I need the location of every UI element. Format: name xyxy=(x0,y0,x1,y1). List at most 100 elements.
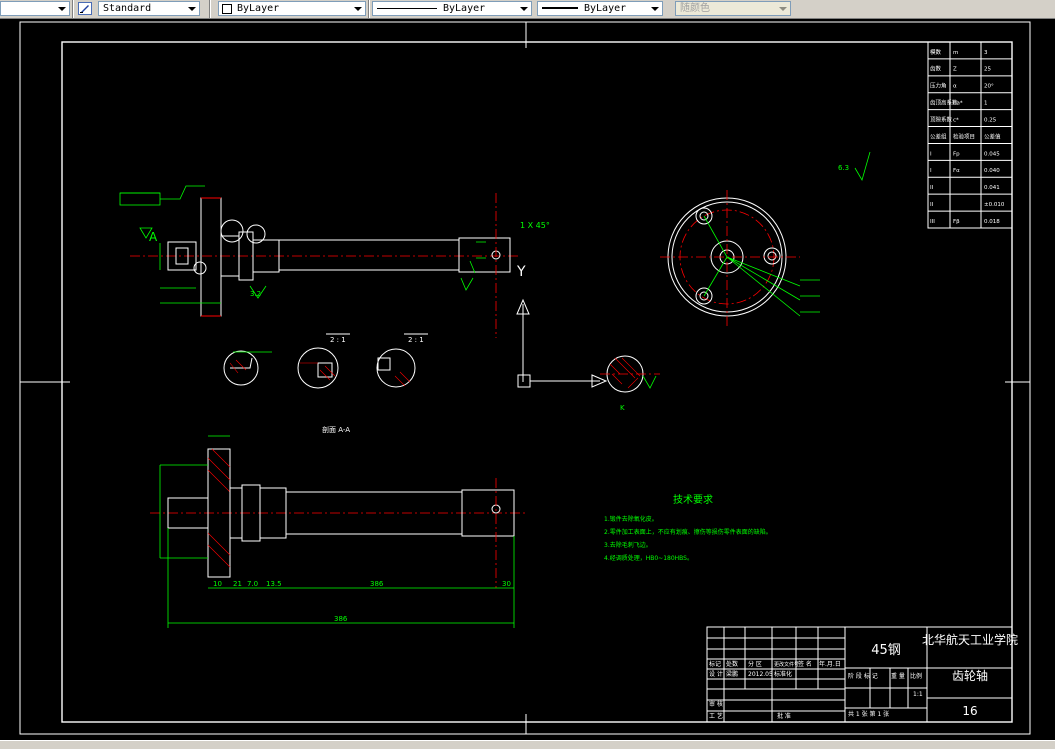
gear-table-cell: 检验项目 xyxy=(953,132,975,140)
gear-table-cell: ha* xyxy=(953,101,963,107)
dim-total: 386 xyxy=(334,615,348,623)
layer-state-dropdown[interactable] xyxy=(0,1,70,16)
gear-table-cell: Z xyxy=(953,67,957,73)
gear-table-cell: I xyxy=(930,151,932,157)
sheet-inner-border xyxy=(61,41,1013,723)
color-swatch-icon xyxy=(222,4,232,14)
gear-table-cell: Fp xyxy=(953,151,960,157)
gear-table-cell: 0.018 xyxy=(984,219,1000,225)
text-style-value: Standard xyxy=(103,3,152,14)
lineweight-value: ByLayer xyxy=(584,3,627,14)
gear-table-cell: 公差组 xyxy=(930,132,947,140)
part-name: 齿轮轴 xyxy=(952,668,988,683)
gear-table-cell: 25 xyxy=(984,67,991,73)
gear-table-cell: Fα xyxy=(953,168,960,174)
view-y-label: Y xyxy=(516,264,526,280)
end-view-gear: 6.3 xyxy=(660,151,871,326)
tech-item: 4.经调质处理，HB0~180HBS。 xyxy=(604,554,693,562)
main-view-shaft: 1 X 45° A 3.2 xyxy=(119,185,550,338)
dim-bottom: 386 xyxy=(370,580,384,588)
gear-table-cell: m xyxy=(953,50,958,56)
review-label: 审 核 xyxy=(709,700,723,708)
gear-table-cell: α xyxy=(953,84,957,90)
toolbar-separator xyxy=(209,0,211,18)
gear-table-cell: 20° xyxy=(984,84,994,90)
gear-table-cell: 模数 xyxy=(930,48,942,56)
linetype-value: ByLayer xyxy=(443,3,486,14)
gear-table-cell: 0.25 xyxy=(984,117,997,123)
chevron-down-icon[interactable] xyxy=(352,2,363,15)
properties-toolbar: Standard ByLayer ByLayer ByLayer 随颜色 xyxy=(0,0,1055,19)
datum-a-label: A xyxy=(149,230,158,244)
linetype-control-dropdown[interactable]: ByLayer xyxy=(372,1,532,16)
approve-label: 批 准 xyxy=(777,712,791,720)
tech-item: 1.锻件去除氧化皮。 xyxy=(604,515,658,523)
gear-table-cell: 齿顶高系数 xyxy=(930,99,958,107)
detail-c-scale: 2 : 1 xyxy=(408,336,424,344)
view-k-label: K xyxy=(620,404,625,412)
lineweight-control-dropdown[interactable]: ByLayer xyxy=(537,1,663,16)
chamfer-label: 1 X 45° xyxy=(520,221,550,230)
linetype-sample-icon xyxy=(377,8,437,9)
gear-table-cell: 压力角 xyxy=(930,82,947,90)
gear-table-cell: 0.040 xyxy=(984,168,1000,174)
text-style-icon[interactable] xyxy=(78,2,92,15)
row-label: 分 区 xyxy=(748,660,762,668)
stage-label: 阶 段 标 记 xyxy=(848,672,878,680)
gear-table-cell: c* xyxy=(953,117,959,123)
color-value: ByLayer xyxy=(237,3,280,14)
gear-table-cell: 0.045 xyxy=(984,151,1000,157)
title-block: 45钢 北华航天工业学院 齿轮轴 16 比例 1:1 阶 段 标 记 重 量 共… xyxy=(706,626,1018,723)
design-date: 2012.05 xyxy=(748,671,773,678)
view-direction-y: Y xyxy=(516,264,608,388)
text-style-dropdown[interactable]: Standard xyxy=(98,1,200,16)
tech-item: 3.去除毛刺飞边。 xyxy=(604,541,652,549)
gear-table-cell: Fβ xyxy=(953,219,960,225)
dim-bottom: 21 xyxy=(233,580,242,588)
material-text: 45钢 xyxy=(871,643,901,658)
model-layout-strip[interactable] xyxy=(0,740,1055,749)
lineweight-sample-icon xyxy=(542,7,578,9)
section-view-shaft: 10 21 7.0 13.5 386 30 386 xyxy=(150,435,525,628)
drawing-number: 16 xyxy=(962,704,977,718)
row-label: 年.月.日 xyxy=(819,660,841,668)
row-label: 更改文件号 xyxy=(774,661,799,668)
tech-item: 2.零件加工表面上，不应有划痕、擦伤等损伤零件表面的缺陷。 xyxy=(604,528,772,536)
gear-table-cell: 3 xyxy=(984,50,988,56)
tech-title: 技术要求 xyxy=(673,493,713,506)
sheet-outer-border xyxy=(19,21,1031,735)
gear-table-cell: ±0.010 xyxy=(984,202,1005,208)
row-label: 标记 xyxy=(709,660,721,668)
chevron-down-icon[interactable] xyxy=(56,2,67,15)
std-label: 标准化 xyxy=(774,670,792,678)
chevron-down-icon[interactable] xyxy=(186,2,197,15)
plot-style-value: 随颜色 xyxy=(680,3,710,14)
drawing-area[interactable]: 1 X 45° A 3.2 Y K xyxy=(0,18,1055,740)
scale-label: 比例 xyxy=(910,672,922,680)
weight-label: 重 量 xyxy=(891,672,905,680)
sheets-label: 共 1 张 第 1 张 xyxy=(848,710,889,718)
school-name: 北华航天工业学院 xyxy=(922,632,1018,647)
detail-b-scale: 2 : 1 xyxy=(330,336,346,344)
scale-value: 1:1 xyxy=(913,691,923,698)
color-control-dropdown[interactable]: ByLayer xyxy=(218,1,366,16)
plot-style-dropdown[interactable]: 随颜色 xyxy=(675,1,791,16)
toolbar-separator xyxy=(368,0,370,18)
designer-name: 梁鹏 xyxy=(726,670,738,678)
gear-table-cell: 顶隙系数 xyxy=(930,115,953,123)
gear-table-cell: III xyxy=(930,219,935,225)
gear-table-cell: 1 xyxy=(984,101,988,107)
section-aa-label: 剖面 A-A xyxy=(322,425,350,434)
chevron-down-icon[interactable] xyxy=(777,2,788,15)
dim-bottom: 30 xyxy=(502,580,511,588)
dim-bottom: 13.5 xyxy=(266,580,282,588)
view-k-section: K xyxy=(600,355,660,412)
chevron-down-icon[interactable] xyxy=(518,2,529,15)
dim-bottom: 7.0 xyxy=(247,580,258,588)
row-label: 签 名 xyxy=(798,660,812,668)
dim-bottom: 10 xyxy=(213,580,222,588)
design-label: 设 计 xyxy=(709,670,723,678)
chevron-down-icon[interactable] xyxy=(649,2,660,15)
gear-table-cell: II xyxy=(930,185,934,191)
toolbar-separator xyxy=(72,0,74,18)
